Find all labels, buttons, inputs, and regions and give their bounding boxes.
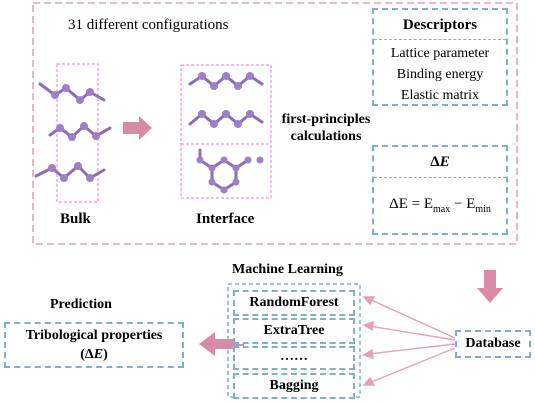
bulk-atoms (48, 84, 100, 182)
fp-line-1: first-principles (281, 112, 371, 127)
eq-lhs: ΔE = E (389, 196, 434, 212)
ml-title: Machine Learning (232, 262, 343, 277)
delta-e-title: ΔE (374, 151, 506, 173)
arrow-bulk-to-interface (123, 116, 152, 140)
descriptors-list: Lattice parameter Binding energy Elastic… (374, 43, 506, 106)
delta-e-divider (374, 177, 506, 178)
database-box: Database (455, 330, 531, 358)
delta-e-equation: ΔE = Emax − Emin (374, 196, 506, 215)
database-to-models-arrows (362, 296, 456, 386)
prediction-line-2: (ΔE) (6, 345, 182, 364)
fp-line-2: calculations (290, 129, 362, 144)
configurations-label: 31 different configurations (68, 17, 229, 33)
arrow-ml-to-prediction (199, 332, 244, 356)
model-ellipsis: …… (233, 346, 355, 370)
first-principles-label: first-principles calculations (270, 111, 382, 145)
descriptors-divider (374, 39, 506, 40)
delta-e-box: ΔE ΔE = Emax − Emin (372, 145, 508, 235)
descriptor-item: Elastic matrix (400, 88, 480, 103)
eq-max: max (433, 204, 451, 215)
bulk-structure (34, 82, 112, 180)
prediction-close: ) (103, 347, 108, 362)
delta-symbol: Δ (430, 154, 440, 170)
model-randomforest: RandomForest (233, 290, 355, 316)
interface-frame (180, 64, 272, 199)
descriptor-item: Binding energy (396, 67, 484, 82)
prediction-title: Prediction (50, 297, 112, 312)
model-bagging: Bagging (233, 373, 355, 399)
prediction-box: Tribological properties (ΔE) (4, 322, 184, 368)
prediction-line-1: Tribological properties (25, 328, 163, 343)
delta-var: E (439, 154, 450, 170)
interface-label: Interface (196, 211, 255, 227)
interface-structure (188, 74, 264, 192)
descriptors-title: Descriptors (402, 17, 478, 33)
descriptors-box: Descriptors Lattice parameter Binding en… (372, 8, 508, 106)
arrow-to-database (477, 270, 503, 303)
eq-mid: − E (450, 196, 476, 212)
bulk-label: Bulk (60, 211, 91, 227)
prediction-open: (Δ (80, 347, 94, 362)
top-panel-frame (32, 2, 518, 245)
prediction-var: E (93, 347, 104, 362)
eq-min: min (475, 204, 491, 215)
interface-atoms (196, 72, 264, 194)
descriptor-item: Lattice parameter (390, 46, 490, 61)
model-extratree: ExtraTree (233, 318, 355, 344)
